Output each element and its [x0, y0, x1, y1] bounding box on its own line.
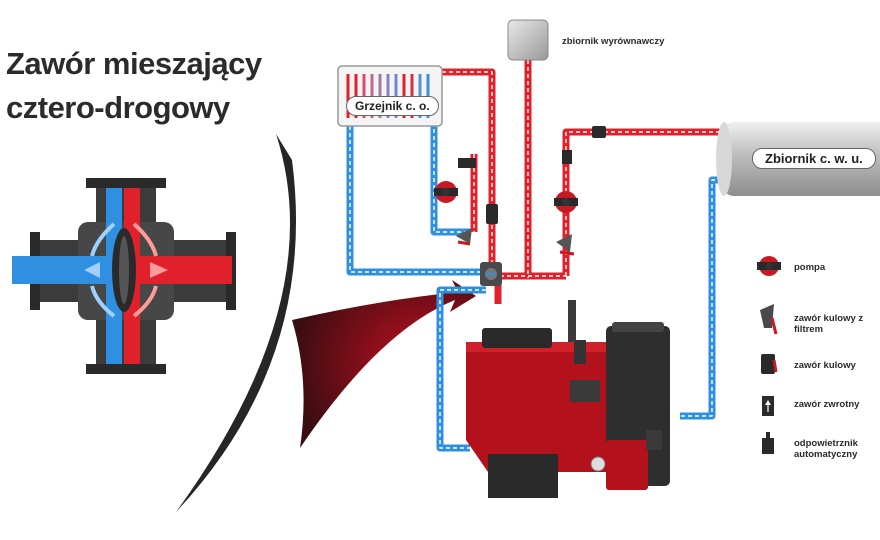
ball-valve-filter-icon — [556, 234, 575, 256]
pump-icon — [554, 191, 578, 213]
ball-valve-icon — [761, 354, 778, 374]
air-vent-icon — [762, 432, 774, 454]
legend-label-check-valve: zawór zwrotny — [794, 399, 860, 410]
legend-icons — [757, 256, 781, 454]
zoom-sweep-arrow — [176, 134, 476, 512]
dhw-tank-label: Zbiornik c. w. u. — [752, 148, 876, 169]
expansion-tank — [507, 19, 549, 61]
title-line-1: Zawór mieszający — [6, 46, 262, 81]
check-valve-icon — [562, 150, 572, 164]
ball-valve-filter-icon — [456, 228, 472, 246]
four-way-valve-cross-section — [12, 178, 236, 374]
boiler — [466, 322, 670, 498]
pump-icon — [434, 181, 458, 203]
check-valve-icon — [458, 158, 476, 168]
pipe-fittings — [434, 126, 606, 342]
check-valve-icon — [762, 396, 774, 416]
pump-icon — [757, 256, 781, 276]
legend-label-ball-valve-filter: zawór kulowy z filtrem — [794, 313, 864, 335]
radiator-label: Grzejnik c. o. — [346, 96, 439, 116]
ball-valve-icon — [486, 204, 498, 224]
title-line-2: cztero-drogowy — [6, 90, 230, 125]
pipe-network — [346, 60, 726, 452]
legend-label-pump: pompa — [794, 262, 826, 273]
ball-valve-filter-icon — [760, 304, 778, 335]
expansion-tank-label: zbiornik wyrównawczy — [562, 36, 665, 47]
legend-label-air-vent: odpowietrznik automatyczny — [794, 438, 858, 460]
diagram-title: Zawór mieszający cztero-drogowy — [6, 42, 262, 130]
ball-valve-icon — [592, 126, 606, 138]
four-way-valve-icon — [480, 262, 502, 286]
legend-label-ball-valve: zawór kulowy — [794, 360, 856, 371]
